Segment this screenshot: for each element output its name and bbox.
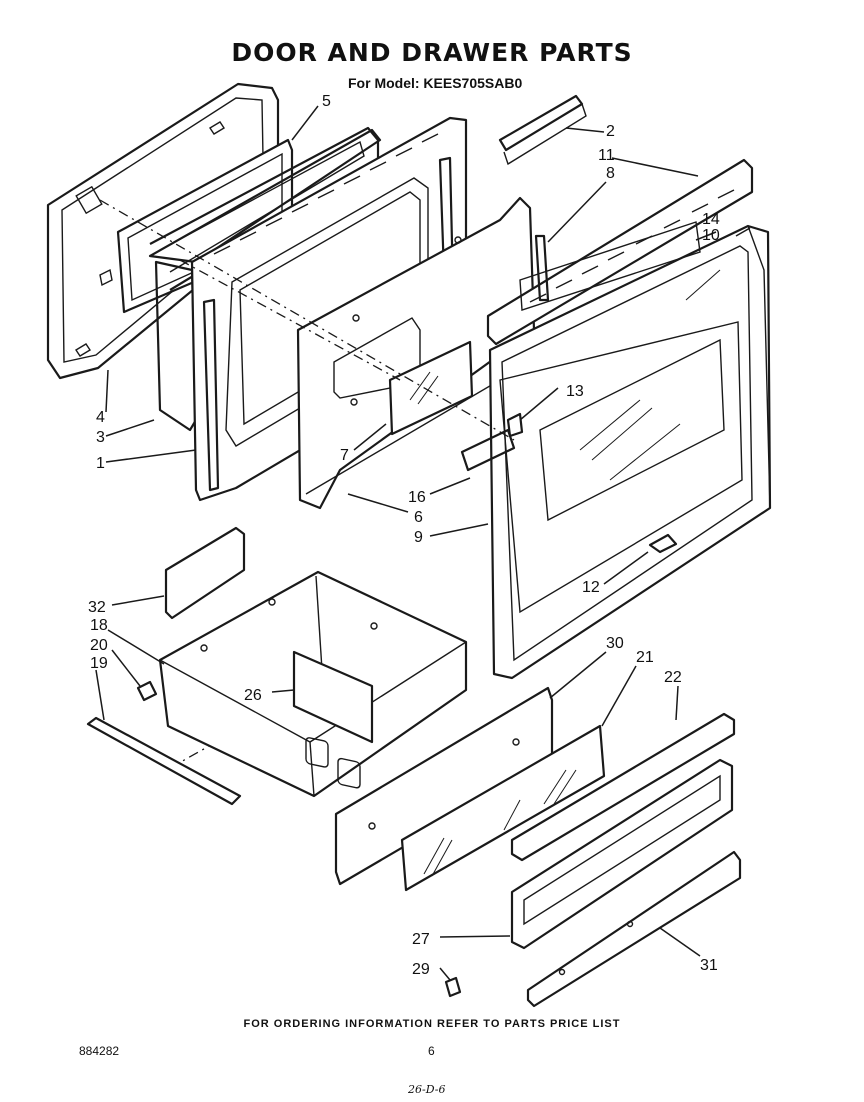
drawer-rail bbox=[86, 716, 242, 806]
handwritten-code: 26-D-6 bbox=[408, 1083, 446, 1096]
callout-11: 11 bbox=[598, 147, 615, 164]
drawer-filler-block bbox=[164, 526, 246, 620]
callout-8: 8 bbox=[606, 165, 615, 182]
callout-20: 20 bbox=[90, 637, 108, 654]
ordering-note: FOR ORDERING INFORMATION REFER TO PARTS … bbox=[243, 1018, 621, 1030]
hinge-bracket-top bbox=[498, 94, 587, 166]
side-bracket bbox=[534, 234, 550, 302]
callout-21: 21 bbox=[636, 649, 654, 666]
callout-1: 1 bbox=[96, 455, 105, 472]
callout-7: 7 bbox=[340, 447, 349, 464]
callout-32: 32 bbox=[88, 599, 106, 616]
callout-10: 10 bbox=[702, 227, 720, 244]
diagram-title: DOOR AND DRAWER PARTS bbox=[231, 38, 633, 67]
callout-27: 27 bbox=[412, 931, 430, 948]
callout-29: 29 bbox=[412, 961, 430, 978]
callout-26: 26 bbox=[244, 687, 262, 704]
callout-3: 3 bbox=[96, 429, 105, 446]
leader-lines bbox=[95, 105, 751, 981]
callout-16: 16 bbox=[408, 489, 426, 506]
callout-6: 6 bbox=[414, 509, 423, 526]
small-window-glass bbox=[388, 340, 474, 436]
callout-19: 19 bbox=[90, 655, 108, 672]
callout-13: 13 bbox=[566, 383, 584, 400]
callout-4: 4 bbox=[96, 409, 105, 426]
callout-18: 18 bbox=[90, 617, 108, 634]
callout-31: 31 bbox=[700, 957, 718, 974]
drawer-glass bbox=[400, 724, 606, 892]
outer-door-glass-panel bbox=[460, 221, 772, 680]
drawer-clip bbox=[444, 976, 462, 998]
callout-9: 9 bbox=[414, 529, 423, 546]
callout-labels: 5 2 11 8 14 10 4 3 1 7 13 16 6 9 12 32 1… bbox=[88, 93, 720, 978]
drawer-roller bbox=[136, 680, 158, 702]
callout-30: 30 bbox=[606, 635, 624, 652]
callout-5: 5 bbox=[322, 93, 331, 110]
document-number: 884282 bbox=[79, 1044, 120, 1058]
drawer-handle-channel bbox=[510, 758, 734, 950]
callout-14: 14 bbox=[702, 211, 720, 228]
top-trim-rail bbox=[486, 158, 754, 346]
page-number: 6 bbox=[428, 1044, 435, 1058]
drawer-divider bbox=[292, 650, 374, 789]
model-subtitle: For Model: KEES705SAB0 bbox=[348, 75, 523, 91]
callout-22: 22 bbox=[664, 669, 682, 686]
callout-12: 12 bbox=[582, 579, 600, 596]
drawer-trim bbox=[510, 712, 736, 862]
drawer-bottom-trim bbox=[526, 850, 742, 1008]
callout-2: 2 bbox=[606, 123, 615, 140]
